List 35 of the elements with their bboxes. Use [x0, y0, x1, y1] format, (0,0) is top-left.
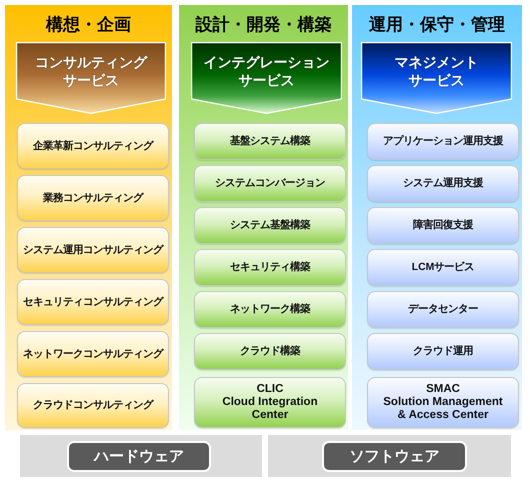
service-card: システム基盤構築 [194, 207, 346, 244]
service-card: 業務コンサルティング [17, 175, 169, 221]
service-card: セキュリティ構築 [194, 249, 346, 286]
service-card: LCMサービス [367, 249, 519, 286]
service-card: データセンター [367, 291, 519, 328]
service-card: クラウド構築 [194, 333, 346, 370]
service-card: システム運用コンサルティング [17, 227, 169, 273]
platform-tag: ハードウェア [67, 441, 211, 472]
service-card: 基盤システム構築 [194, 123, 346, 160]
service-card [367, 377, 519, 428]
service-card [194, 377, 346, 428]
platform-tag: ソフトウェア [322, 441, 467, 472]
service-card: 企業革新コンサルティング [17, 123, 169, 169]
center-acronym: CLIC [256, 383, 284, 396]
phase-column [5, 5, 172, 430]
phase-column [179, 5, 348, 430]
service-card: クラウド運用 [367, 333, 519, 370]
service-card: アプリケーション運用支援 [367, 123, 519, 160]
service-card: ネットワークコンサルティング [17, 331, 169, 377]
service-banner: マネジメントサービス [361, 42, 512, 114]
service-card: ネットワーク構築 [194, 291, 346, 328]
service-card: システムコンバージョン [194, 165, 346, 202]
service-banner: インテグレーションサービス [191, 42, 342, 114]
service-card: 障害回復支援 [367, 207, 519, 244]
center-name: Solution Management & Access Center [382, 396, 504, 422]
center-name: Cloud Integration Center [221, 396, 319, 422]
center-acronym: SMAC [426, 383, 460, 396]
phase-heading: 運用・保守・管理 [369, 14, 505, 36]
phase-heading: 設計・開発・構築 [196, 14, 332, 36]
service-banner: コンサルティングサービス [16, 42, 166, 114]
service-card: セキュリティコンサルティング [17, 279, 169, 325]
service-card: システム運用支援 [367, 165, 519, 202]
phase-heading: 構想・企画 [46, 14, 131, 36]
service-card: クラウドコンサルティング [17, 383, 169, 428]
phase-column [352, 5, 522, 430]
